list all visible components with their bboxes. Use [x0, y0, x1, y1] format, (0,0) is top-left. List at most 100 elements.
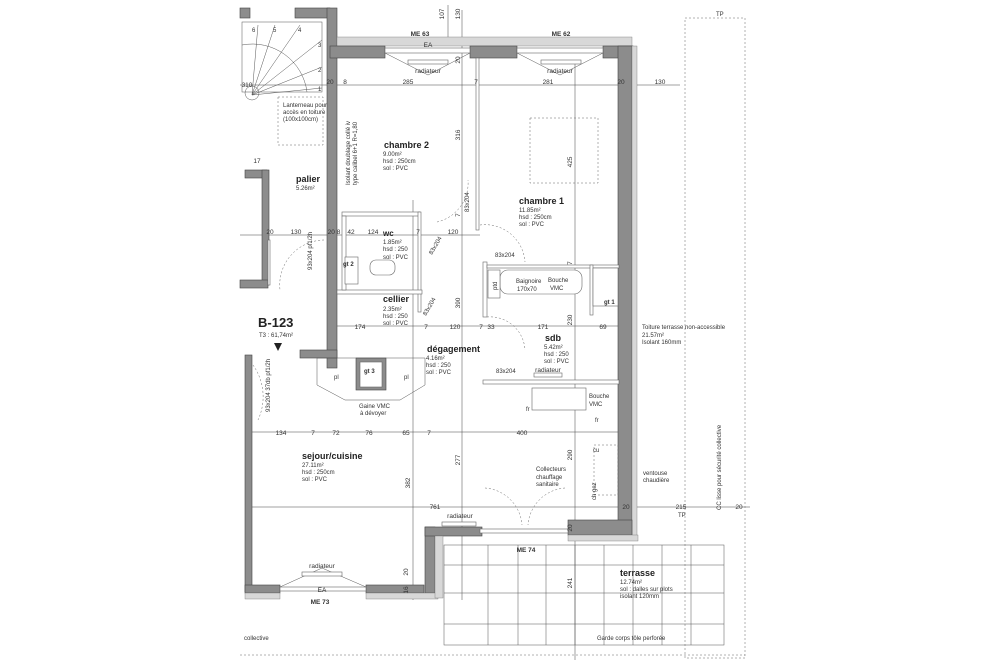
plan-label: hsd : 250	[383, 247, 408, 253]
plan-label: cu	[593, 448, 599, 454]
room-wc: wc 1.85m² hsd : 250 sol : PVC	[382, 229, 409, 261]
plan-label: Gaine VMC	[359, 404, 391, 410]
plan-label: Lanterneau pour	[283, 103, 327, 109]
plan-label: 12.74m²	[620, 580, 642, 586]
plan-label: 310	[242, 82, 253, 89]
plan-label: 7	[567, 261, 574, 265]
plan-label: sejour/cuisine	[302, 451, 363, 461]
ea-label: EA	[424, 42, 433, 49]
plan-label: 7	[416, 229, 420, 236]
plan-label: 33	[487, 324, 495, 331]
plan-label: terrasse	[620, 568, 655, 578]
plan-label: pl	[334, 375, 339, 381]
plan-label: 83x204	[495, 253, 515, 259]
plan-label: Collecteurs	[536, 467, 566, 473]
plan-label: 7	[479, 324, 483, 331]
plan-label: chauffage	[536, 475, 563, 481]
plan-label: 72	[332, 430, 340, 437]
plan-label: ventouse	[643, 471, 668, 477]
plan-label: 7	[455, 213, 462, 217]
window-me63: ME 63	[411, 31, 430, 38]
dimension-labels: 107 130 310 20 8 285 7 281 20 130 20 130…	[242, 8, 743, 593]
plan-label: hsd : 250	[544, 352, 569, 358]
plan-label: 382	[405, 477, 412, 488]
plan-label: Baignoire	[516, 279, 542, 285]
radiator-label: radiateur	[447, 513, 473, 520]
plan-label: 400	[517, 430, 528, 437]
plan-label: ptd	[493, 282, 499, 290]
plan-label: palier	[296, 174, 321, 184]
plan-label: 7	[311, 430, 315, 437]
plan-label: TP	[678, 513, 686, 519]
plan-label: 83x204	[429, 235, 444, 256]
plan-label: sol : PVC	[302, 477, 328, 483]
window-me62: ME 62	[552, 31, 571, 38]
plan-label: hsd : 250	[426, 363, 451, 369]
plan-label: pl	[404, 375, 409, 381]
plan-label: 290	[567, 449, 574, 460]
plan-label: 230	[567, 314, 574, 325]
radiator-label: radiateur	[309, 563, 335, 570]
plan-label: Isolant doublage collé iv	[346, 121, 352, 185]
plan-label: dégagement	[427, 344, 480, 354]
plan-label: hsd : 250cm	[302, 470, 335, 476]
plan-label: sdb	[545, 333, 562, 343]
plan-label: 20	[266, 229, 274, 236]
plan-label: sol : PVC	[383, 255, 409, 261]
plan-label: 69	[599, 324, 607, 331]
plan-label: 5.26m²	[296, 186, 315, 192]
plan-label: 20	[622, 504, 630, 511]
plan-label: Garde corps tôle perforée	[597, 636, 666, 642]
plan-label: 7	[424, 324, 428, 331]
room-terrasse: terrasse 12.74m² sol : dalles sur plots …	[620, 568, 673, 600]
plan-label: 20	[455, 56, 462, 64]
plan-label: sol : PVC	[519, 222, 545, 228]
plan-label: 11.85m²	[519, 208, 541, 214]
plan-label: 130	[655, 79, 666, 86]
plan-label: 5.42m²	[544, 345, 563, 351]
plan-label: 2	[318, 68, 322, 74]
room-cellier: cellier 2.35m² hsd : 250 sol : PVC	[383, 294, 410, 327]
plan-label: hsd : 250	[383, 314, 408, 320]
dimension-lines	[240, 5, 750, 660]
plan-label: Bouche	[548, 278, 569, 284]
plan-label: sanitaire	[536, 482, 559, 488]
plan-label: 285	[403, 79, 414, 86]
radiator-label: radiateur	[547, 68, 573, 75]
plan-label: 120	[450, 324, 461, 331]
north-arrow-icon	[274, 343, 282, 351]
plan-label: 171	[538, 324, 549, 331]
plan-label: 4.16m²	[426, 356, 445, 362]
plan-label: sol : PVC	[426, 370, 452, 376]
plan-label: 65	[402, 430, 410, 437]
plan-label: 2.35m²	[383, 307, 402, 313]
annotations: Lanterneau pour accès en toiture (100x10…	[244, 12, 726, 642]
window-me74: ME 74	[517, 547, 536, 554]
terrace-grid	[240, 17, 746, 659]
plan-label: TP	[716, 12, 724, 18]
plan-label: 107	[439, 8, 446, 19]
plan-label: gt 2	[343, 262, 354, 268]
plan-label: fr	[526, 407, 530, 413]
plan-label: 3	[318, 43, 322, 49]
windows	[279, 47, 604, 592]
room-palier: palier 5.26m²	[296, 174, 321, 192]
plan-label: 27.11m²	[302, 463, 324, 469]
plan-label: 76	[365, 430, 373, 437]
plan-label: accès en toiture	[283, 110, 326, 116]
plan-label: 16	[403, 586, 410, 594]
plan-label: 5	[273, 28, 277, 34]
plan-label: 170x70	[517, 287, 537, 293]
plan-label: 83x204	[465, 192, 471, 212]
plan-label: hsd : 250cm	[383, 159, 416, 165]
plan-label: 215	[676, 504, 687, 511]
plan-label: 1	[318, 87, 322, 93]
plan-label: gt 3	[364, 369, 375, 375]
ea-label: EA	[318, 587, 327, 594]
plan-label: sol : dalles sur plots	[620, 587, 673, 593]
plan-label: 761	[430, 504, 441, 511]
plan-label: 83x204	[423, 296, 438, 317]
room-sejour-cuisine: sejour/cuisine 27.11m² hsd : 250cm sol :…	[302, 451, 363, 483]
plan-label: 21.57m²	[642, 333, 664, 339]
